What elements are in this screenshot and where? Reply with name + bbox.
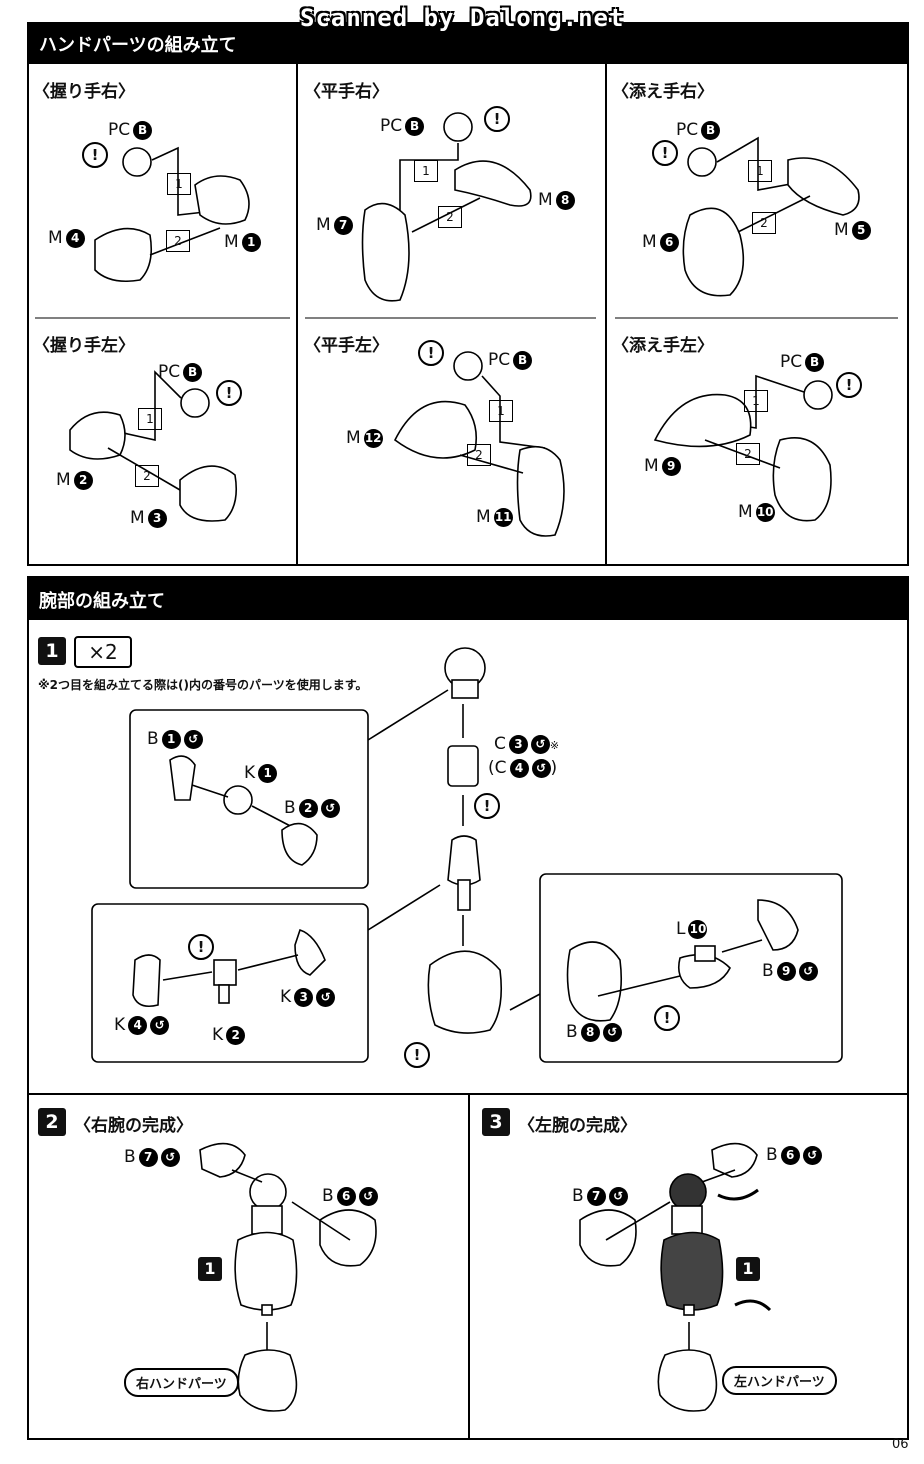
hex-step-2-icon: 2 [752,212,776,234]
hex-step-1-icon: 1 [744,390,768,412]
hand-part-tag: 左ハンドパーツ [722,1366,837,1395]
multiplier-badge: ×2 [74,636,132,668]
alert-icon: ! [836,372,862,398]
alert-icon: ! [216,380,242,406]
page-number: 06 [892,1437,909,1452]
watermark: Scanned by Dalong.net [300,4,625,32]
step-title: 〈右腕の完成〉 [74,1116,193,1136]
alert-icon: ! [652,140,678,166]
alert-icon: ! [654,1005,680,1031]
alert-icon: ! [474,793,500,819]
hand-title-3: 〈添え手右〉 [612,82,714,102]
step-title: 〈左腕の完成〉 [518,1116,637,1136]
hex-step-2-icon: 2 [438,206,462,228]
alert-icon: ! [188,934,214,960]
hex-step-1-icon: 1 [414,160,438,182]
section-title: ハンドパーツの組み立て [39,35,237,56]
step-number: 2 [38,1108,66,1136]
alert-icon: ! [484,106,510,132]
sub-step-number: 1 [198,1257,222,1281]
step-number: 3 [482,1108,510,1136]
sub-step-number: 1 [736,1257,760,1281]
hex-step-2-icon: 2 [166,230,190,252]
alert-icon: ! [82,142,108,168]
hand-title-2: 〈平手右〉 [304,82,389,102]
hex-step-2-icon: 2 [736,443,760,465]
hand-title-6: 〈添え手左〉 [612,336,714,356]
step-note: ※2つ目を組み立てる際は()内の番号のパーツを使用します。 [38,678,368,692]
hand-title-5: 〈平手左〉 [304,336,389,356]
hand-title-4: 〈握り手左〉 [33,336,135,356]
hex-step-1-icon: 1 [748,160,772,182]
step-number: 1 [38,637,66,665]
section-title: 腕部の組み立て [39,591,165,612]
hex-step-2-icon: 2 [135,465,159,487]
hand-part-tag: 右ハンドパーツ [124,1368,239,1397]
hex-step-1-icon: 1 [489,400,513,422]
alert-icon: ! [404,1042,430,1068]
hand-panel [27,62,909,566]
hex-step-1-icon: 1 [138,408,162,430]
section-header-hand: ハンドパーツの組み立て [27,22,909,62]
alert-icon: ! [418,340,444,366]
hex-step-2-icon: 2 [467,444,491,466]
hand-title-1: 〈握り手右〉 [33,82,135,102]
section-header-arm: 腕部の組み立て [27,576,909,620]
hex-step-1-icon: 1 [167,173,191,195]
